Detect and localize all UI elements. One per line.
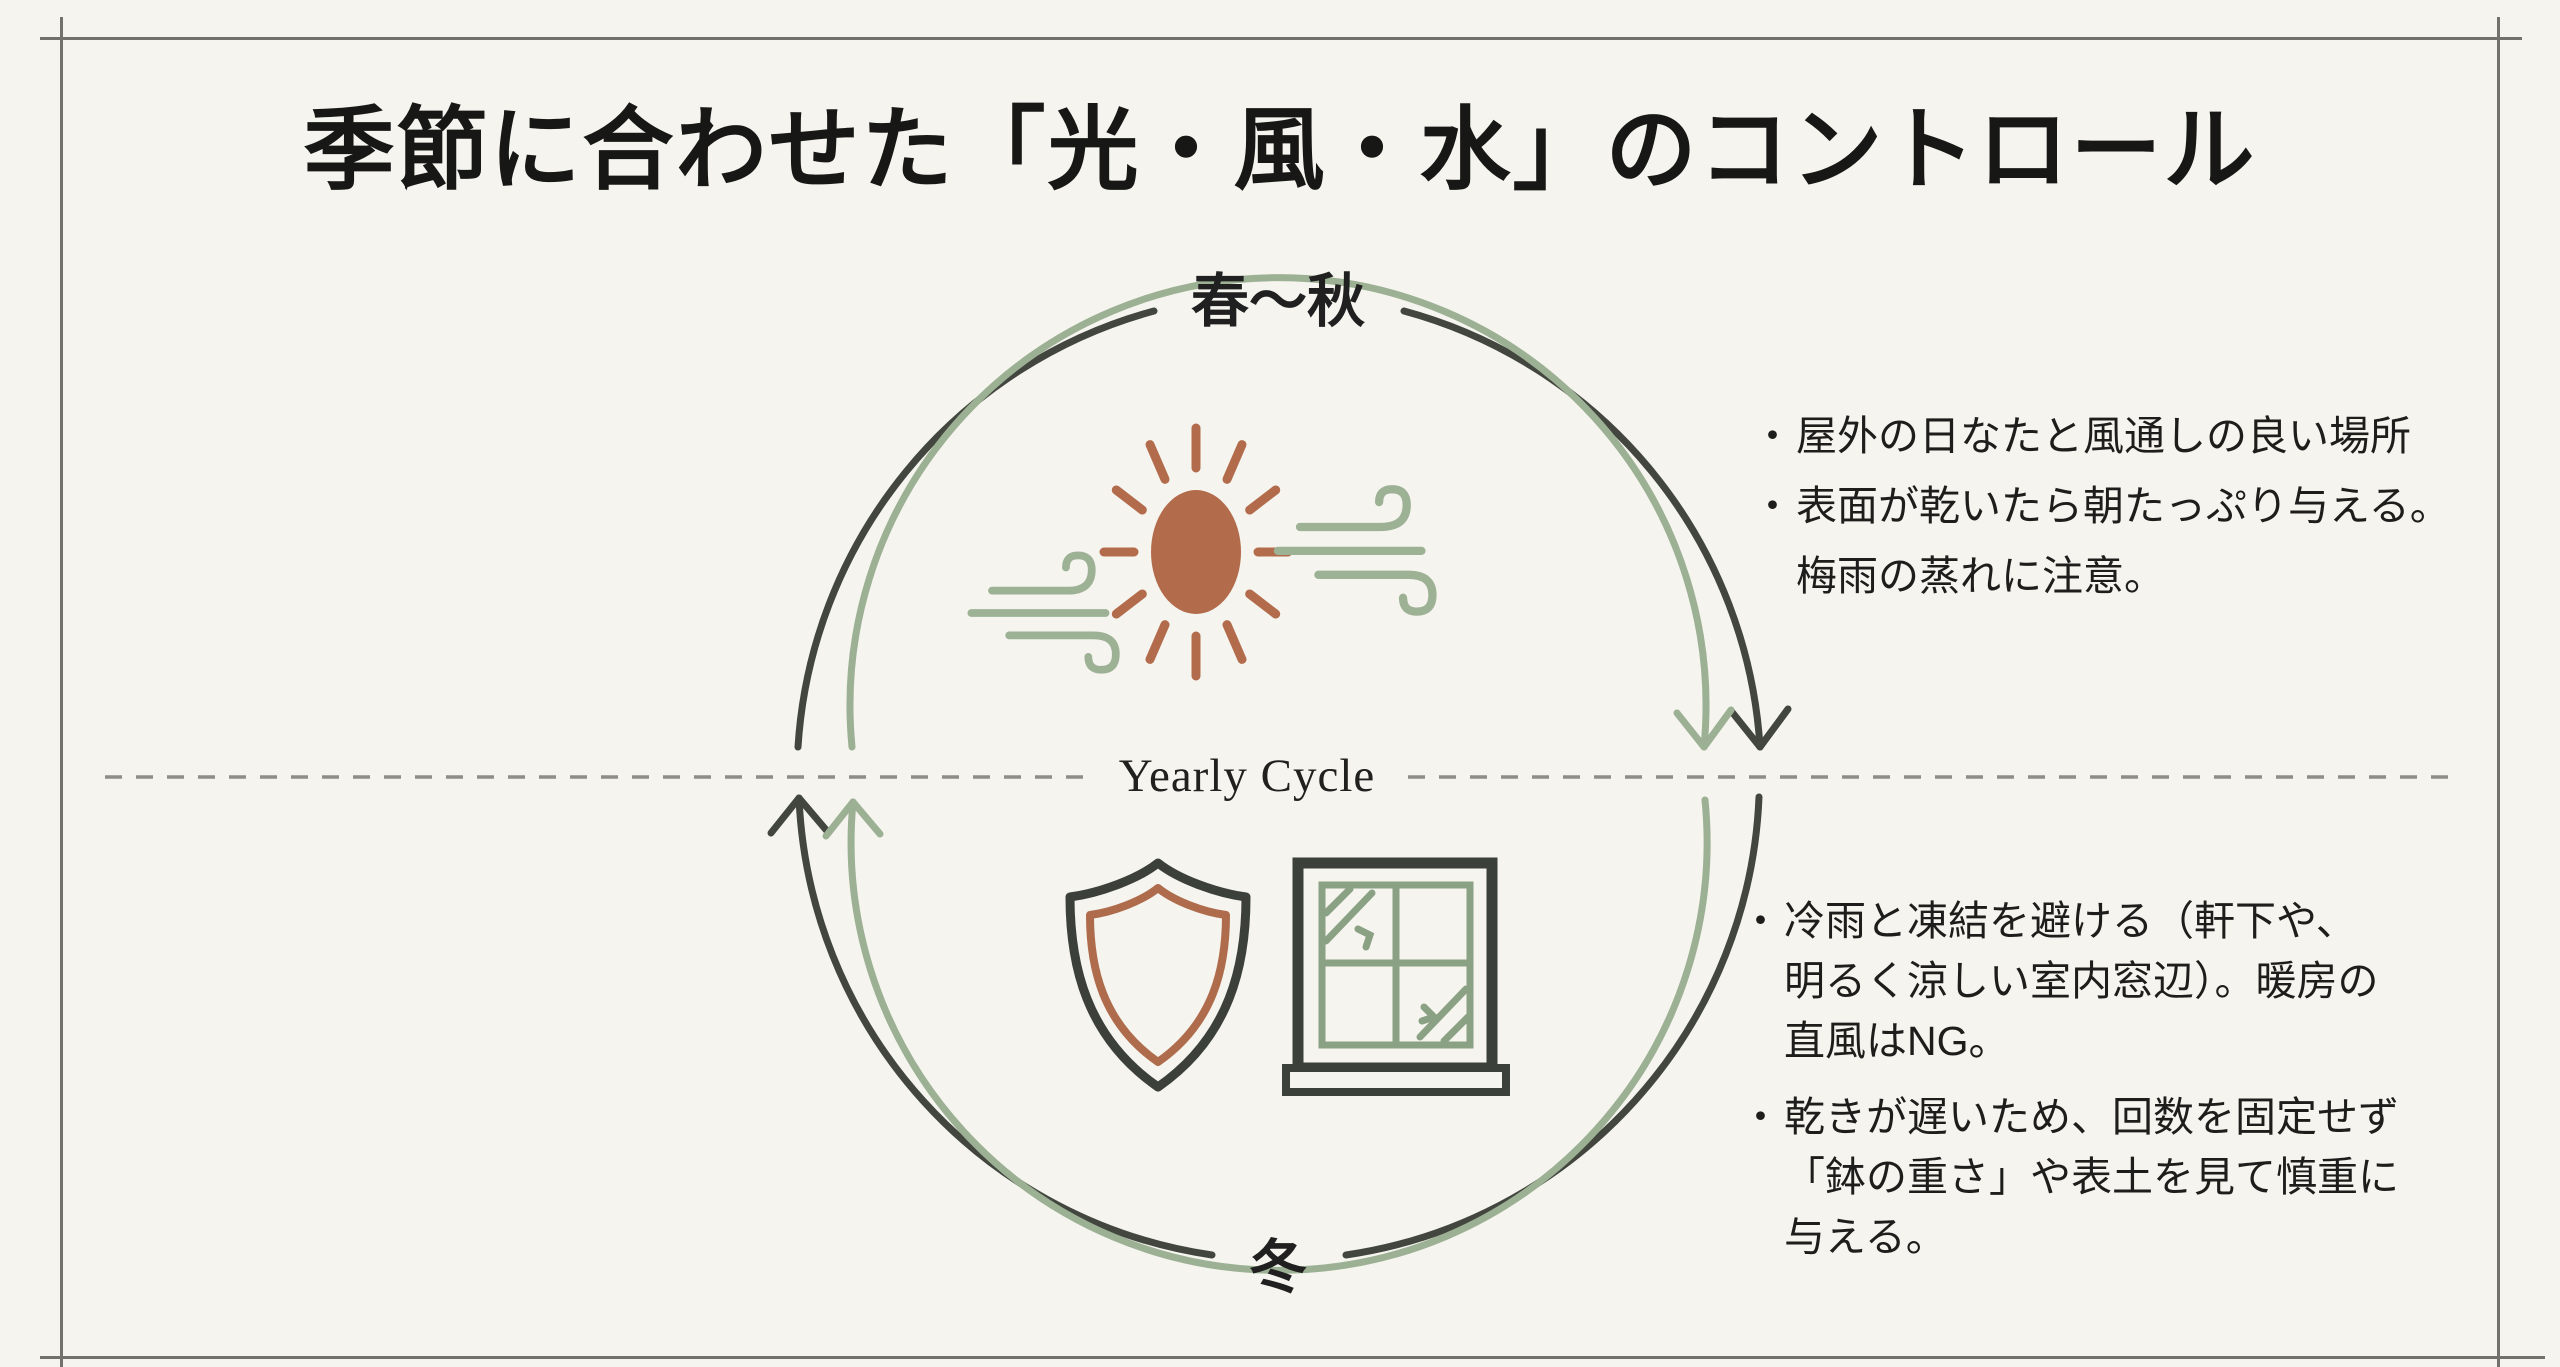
frame-line-bottom: [40, 1356, 2545, 1359]
shield-icon: [1065, 858, 1251, 1092]
season-label-winter: 冬: [1248, 1235, 1308, 1300]
page-title: 季節に合わせた「光・風・水」のコントロール: [303, 100, 2257, 201]
arrow-up-icon: [767, 794, 831, 837]
arrow-down-icon: [1728, 705, 1792, 751]
arrow-up-icon: [822, 798, 884, 840]
inner-ring: [822, 274, 1735, 1274]
bullet-marker: ・: [1752, 483, 1793, 529]
spring-autumn-notes: ・屋外の日なたと風通しの良い場所 ・表面が乾いたら朝たっぷり与える。 梅雨の蒸れ…: [1752, 401, 2451, 611]
note-line: ・表面が乾いたら朝たっぷり与える。: [1752, 471, 2451, 541]
note-line: 梅雨の蒸れに注意。: [1752, 541, 2451, 611]
note-text: 屋外の日なたと風通しの良い場所: [1796, 413, 2411, 459]
note-line: ・冷雨と凍結を避ける（軒下や、: [1740, 891, 2399, 951]
outer-ring: [767, 307, 1792, 1259]
note-line: 明るく涼しい室内窓辺）。暖房の: [1740, 951, 2399, 1011]
window-icon: [1282, 857, 1510, 1096]
note-line: 直風はNG。: [1740, 1011, 2399, 1071]
note-line: ・乾きが遅いため、回数を固定せず: [1740, 1087, 2399, 1147]
note-text: 乾きが遅いため、回数を固定せず: [1784, 1094, 2399, 1140]
note-text: 与える。: [1784, 1214, 1947, 1260]
frame-line-top: [40, 37, 2522, 40]
bullet-marker: ・: [1740, 898, 1781, 944]
season-label-spring-autumn: 春〜秋: [1190, 269, 1366, 334]
winter-notes: ・冷雨と凍結を避ける（軒下や、 明るく涼しい室内窓辺）。暖房の 直風はNG。 ・…: [1740, 891, 2399, 1267]
sun-icon: [1099, 423, 1293, 681]
note-text: 表面が乾いたら朝たっぷり与える。: [1796, 483, 2451, 529]
frame-line-right: [2497, 17, 2500, 1367]
cycle-center-label: Yearly Cycle: [1118, 750, 1376, 802]
bullet-marker: ・: [1752, 413, 1793, 459]
note-text: 明るく涼しい室内窓辺）。暖房の: [1784, 958, 2379, 1004]
wind-icon: [967, 551, 1120, 674]
note-line: ・屋外の日なたと風通しの良い場所: [1752, 401, 2451, 471]
note-text: 梅雨の蒸れに注意。: [1796, 553, 2165, 599]
note-text: 冷雨と凍結を避ける（軒下や、: [1784, 898, 2357, 944]
note-text: 「鉢の重さ」や表土を見て慎重に: [1784, 1154, 2399, 1200]
wind-icon: [1273, 485, 1437, 616]
bullet-marker: ・: [1740, 1094, 1781, 1140]
note-text: 直風はNG。: [1784, 1018, 2010, 1064]
note-line: 与える。: [1740, 1207, 2399, 1267]
frame-line-left: [60, 17, 63, 1367]
arrow-down-icon: [1673, 706, 1735, 751]
note-line: 「鉢の重さ」や表土を見て慎重に: [1740, 1147, 2399, 1207]
